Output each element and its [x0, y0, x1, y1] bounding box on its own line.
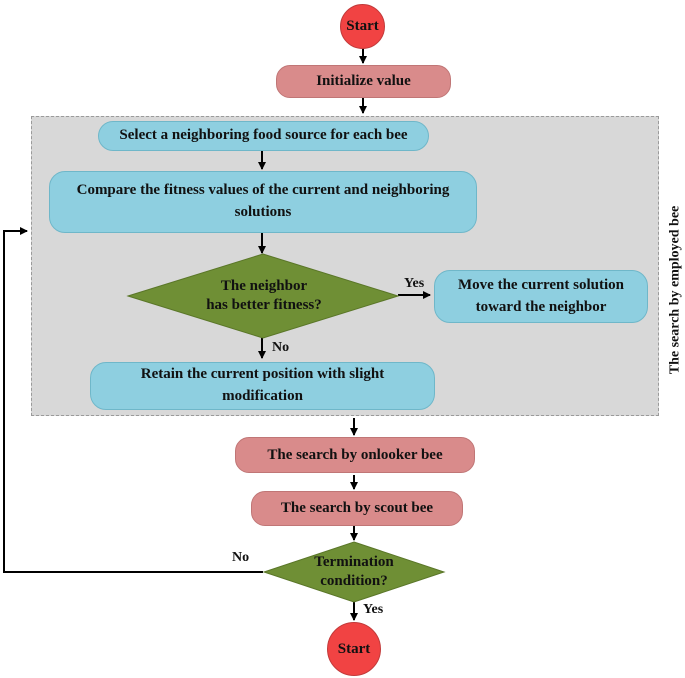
no-label-fitness: No	[272, 340, 290, 355]
no-label-termination: No	[232, 550, 250, 565]
compare-fitness-label: Compare the fitness values of the curren…	[76, 182, 450, 220]
termination-decision-text: Termination condition?	[300, 552, 408, 592]
fitness-decision-text: The neighbor has better fitness?	[176, 274, 352, 318]
retain-position-step: Retain the current position with slight …	[90, 362, 435, 410]
onlooker-label: The search by onlooker bee	[267, 446, 443, 463]
yes-label-fitness: Yes	[404, 276, 425, 291]
employed-bee-phase-label-wrap: The search by employed bee	[575, 206, 685, 375]
retain-position-label: Retain the current position with slight …	[140, 366, 385, 404]
scout-bee-step: The search by scout bee	[251, 491, 463, 526]
fitness-decision-diamond	[126, 253, 400, 339]
employed-bee-phase-label: The search by employed bee	[666, 205, 682, 375]
fitness-decision-line1: The neighbor	[220, 277, 308, 294]
initialize-value-step: Initialize value	[276, 65, 451, 98]
fitness-decision-line2: has better fitness?	[206, 297, 322, 313]
onlooker-bee-step: The search by onlooker bee	[235, 437, 475, 473]
select-neighbor-step: Select a neighboring food source for eac…	[98, 121, 429, 151]
start-label: Start	[346, 18, 379, 34]
termination-line2: condition?	[320, 573, 388, 589]
start-terminal: Start	[340, 4, 385, 49]
end-terminal: Start	[327, 622, 381, 676]
move-toward-neighbor-step: Move the current solution toward the nei…	[434, 270, 648, 323]
initialize-label: Initialize value	[316, 73, 411, 89]
scout-label: The search by scout bee	[280, 500, 434, 516]
termination-line1: Termination	[314, 553, 394, 570]
end-label: Start	[337, 640, 371, 657]
termination-decision-diamond	[262, 541, 446, 603]
yes-label-termination: Yes	[363, 602, 384, 617]
compare-fitness-step: Compare the fitness values of the curren…	[49, 171, 477, 233]
move-toward-label: Move the current solution toward the nei…	[458, 276, 624, 315]
select-neighbor-label: Select a neighboring food source for eac…	[119, 127, 408, 144]
